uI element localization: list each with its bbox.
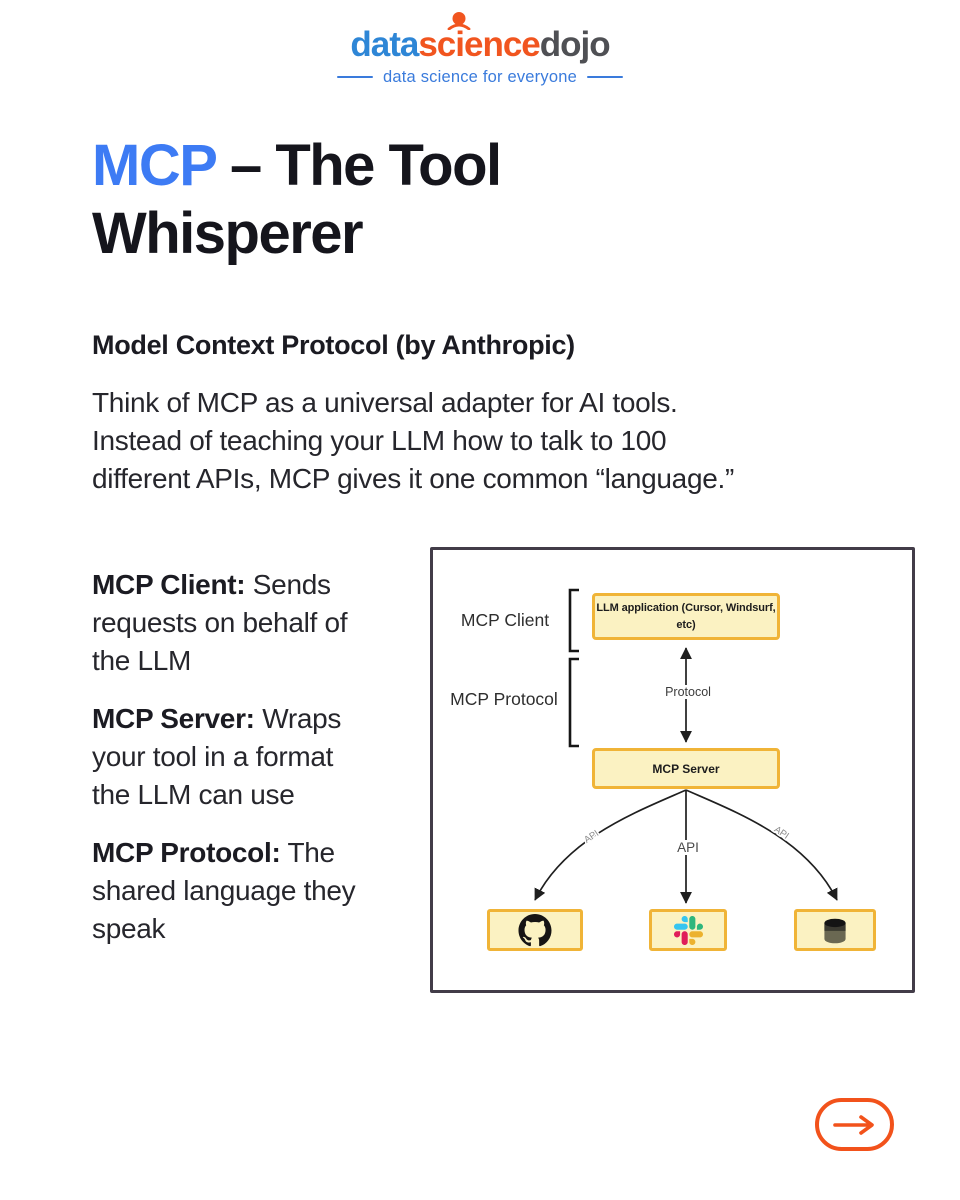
definition-desc: Sends requests on behalf of the LLM	[92, 569, 348, 676]
protocol-bracket-label: MCP Protocol	[450, 689, 558, 709]
logo-word-science: science	[418, 12, 541, 64]
mcp-architecture-diagram: API API MCP Client MCP Protocol LLM appl…	[430, 547, 915, 993]
tagline-line-left	[337, 75, 374, 79]
definition-term: MCP Protocol:	[92, 837, 281, 868]
protocol-bracket	[568, 657, 579, 748]
definition-mcp-server: MCP Server: Wraps your tool in a format …	[92, 700, 376, 814]
logo-word-dojo: dojo	[539, 25, 611, 64]
definition-term: MCP Server:	[92, 703, 255, 734]
client-bracket	[568, 588, 579, 653]
llm-application-box: LLM application (Cursor, Windsurf, etc)	[592, 593, 780, 640]
definitions-column: MCP Client: Sends requests on behalf of …	[92, 566, 376, 968]
definition-desc: The shared language they speak	[92, 837, 356, 944]
mcp-server-box: MCP Server	[592, 748, 780, 789]
logo-word-data: data	[350, 25, 419, 64]
api-arrow-label: API	[659, 840, 717, 855]
person-icon	[447, 12, 471, 30]
github-icon	[518, 913, 552, 946]
next-button[interactable]	[815, 1098, 894, 1151]
client-bracket-label: MCP Client	[460, 610, 550, 630]
database-icon	[824, 918, 846, 944]
logo-tagline-row: data science for everyone	[0, 68, 960, 87]
tagline-line-right	[586, 75, 623, 79]
protocol-arrow-label: Protocol	[652, 685, 724, 699]
api-arrow-right-label: API	[772, 824, 791, 842]
arrow-right-icon	[832, 1114, 874, 1135]
intro-paragraph: Think of MCP as a universal adapter for …	[92, 387, 735, 494]
api-arrow-right	[685, 789, 838, 901]
page-title: MCP – The Tool Whisperer	[92, 132, 712, 268]
slack-tool-box	[649, 909, 727, 951]
page-title-highlight: MCP	[92, 133, 217, 198]
page-title-rest: – The Tool Whisperer	[92, 133, 502, 266]
section-subtitle: Model Context Protocol (by Anthropic)	[92, 330, 575, 360]
definition-desc: Wraps your tool in a format the LLM can …	[92, 703, 342, 810]
definition-mcp-protocol: MCP Protocol: The shared language they s…	[92, 834, 376, 948]
definition-mcp-client: MCP Client: Sends requests on behalf of …	[92, 566, 376, 680]
database-tool-box	[794, 909, 876, 951]
definition-term: MCP Client:	[92, 569, 246, 600]
logo-tagline: data science for everyone	[383, 67, 577, 86]
api-arrow-left	[534, 789, 687, 901]
diagram-arrows: API API	[534, 588, 838, 904]
slack-icon	[673, 915, 703, 945]
github-tool-box	[487, 909, 583, 951]
